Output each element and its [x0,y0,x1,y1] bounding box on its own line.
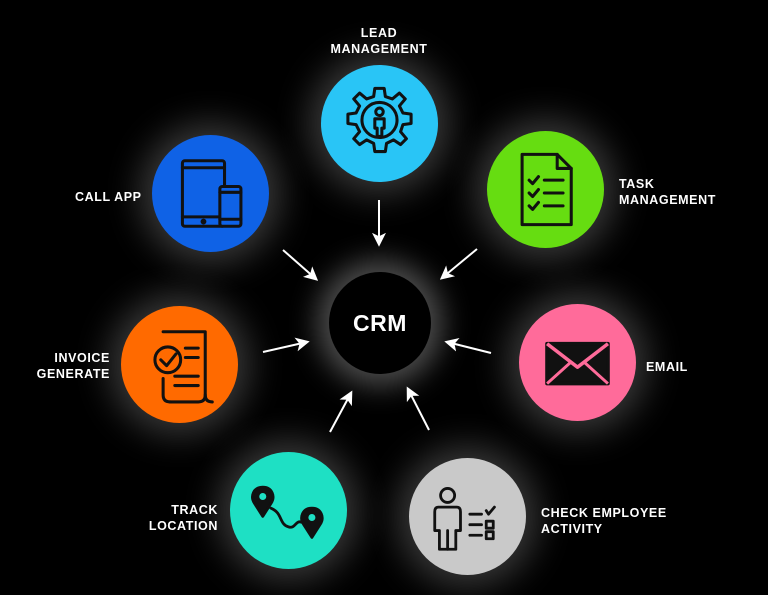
node-task-management [487,131,604,248]
employee-checklist-icon [433,487,496,551]
arrow-activity-to-crm [406,386,430,431]
label-lead-management: LEAD MANAGEMENT [330,26,428,56]
route-pins-icon [251,485,324,539]
arrow-task-to-crm [439,248,478,280]
label-invoice-generate: INVOICE GENERATE [36,351,110,381]
arrow-call-to-crm [282,249,319,281]
crm-hub: CRM [329,272,431,374]
invoice-check-icon [153,330,214,404]
arrow-track-to-crm [329,390,353,433]
node-lead-management [321,65,438,182]
node-track-location [230,452,347,569]
label-task-management: TASK MANAGEMENT [619,177,716,207]
arrow-invoice-to-crm [262,337,310,353]
label-email: EMAIL [646,360,688,374]
label-track-location: TRACK LOCATION [148,503,218,533]
node-invoice-generate [121,306,238,423]
node-call-app [152,135,269,252]
node-check-employee-activity [409,458,526,575]
gear-person-icon [346,86,413,154]
arrow-email-to-crm [444,337,492,354]
checklist-document-icon [520,152,573,227]
envelope-icon [545,341,610,386]
node-email [519,304,636,421]
crm-label: CRM [353,309,407,336]
label-call-app: CALL APP [75,190,142,204]
tablet-phone-icon [180,159,243,228]
label-check-employee-activity: CHECK EMPLOYEE ACTIVITY [541,506,667,536]
